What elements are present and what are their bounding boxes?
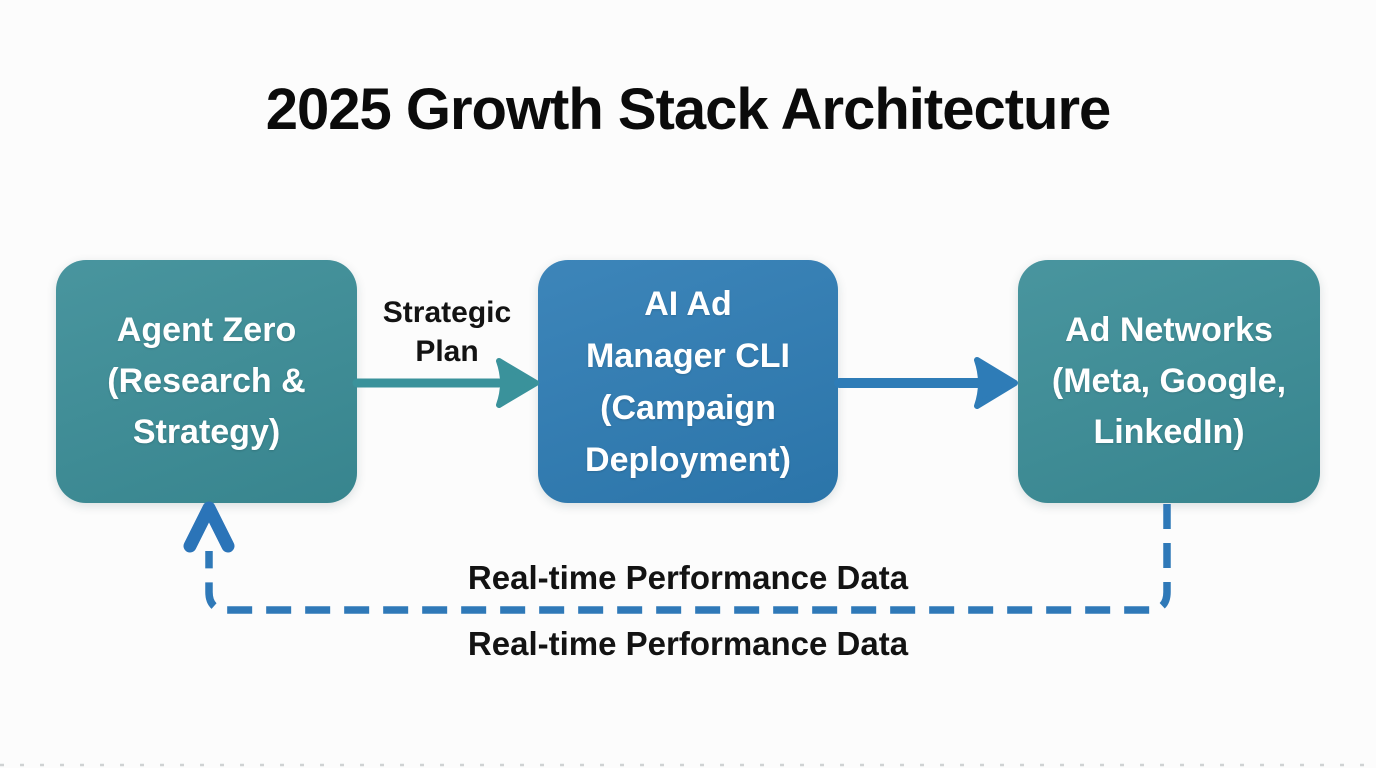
node-agent-zero-line-1: Agent Zero: [116, 311, 297, 349]
node-ad-networks-line-1: Ad Networks: [1065, 311, 1273, 349]
strategic-plan-label: Strategic Plan: [382, 296, 512, 368]
node-ai-ad-manager-cli: AI Ad Manager CLI (Campaign Deployment): [538, 260, 838, 503]
deployment-arrow-head-icon: [977, 360, 1015, 406]
node-agent-zero: Agent Zero (Research & Strategy): [56, 260, 357, 503]
node-ad-networks-line-2: (Meta, Google,: [1051, 362, 1287, 400]
deployment-arrow: [834, 357, 1018, 409]
feedback-label-above: Real-time Performance Data: [467, 559, 909, 596]
feedback-arrow-head-icon: [183, 501, 235, 553]
node-ai-ad-manager-cli-line-4: Deployment): [585, 440, 791, 479]
node-ai-ad-manager-cli-line-3: (Campaign: [600, 388, 776, 427]
diagram-title: 2025 Growth Stack Architecture: [265, 77, 1112, 142]
feedback-label-below: Real-time Performance Data: [467, 625, 909, 662]
node-ad-networks-line-3: LinkedIn): [1093, 413, 1245, 451]
node-ai-ad-manager-cli-line-2: Manager CLI: [585, 336, 791, 375]
node-agent-zero-line-3: Strategy): [132, 413, 281, 451]
node-agent-zero-line-2: (Research &: [107, 362, 306, 400]
node-ad-networks: Ad Networks (Meta, Google, LinkedIn): [1018, 260, 1320, 503]
node-ai-ad-manager-cli-line-1: AI Ad: [644, 284, 732, 323]
deployment-arrow-head-outline: [974, 357, 1018, 409]
